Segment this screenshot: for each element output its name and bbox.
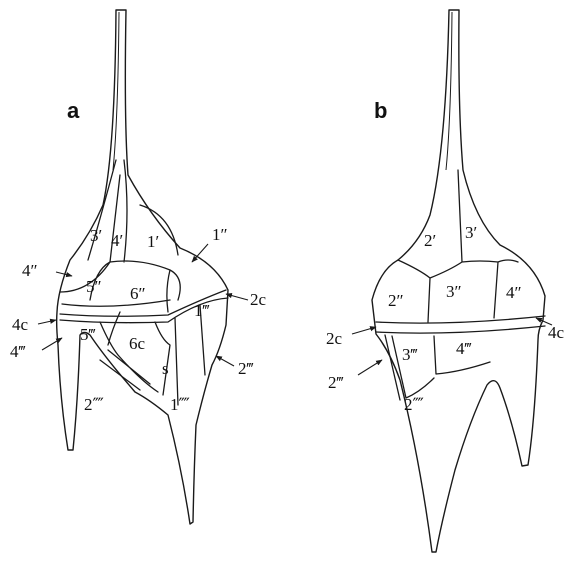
panel-b-outline: [372, 10, 545, 552]
plate-label: 4″: [506, 283, 522, 302]
panel-label-b: b: [374, 98, 387, 123]
pointer-arrow: [352, 327, 376, 334]
plate-label: 2⁗: [84, 395, 104, 414]
plate-label: 2″: [388, 291, 404, 310]
plate-label: 1′: [147, 232, 159, 251]
plate-label: 2′: [424, 231, 436, 250]
plate-label: 5″: [86, 277, 102, 296]
plate-label: 1⁗: [170, 395, 190, 414]
plate-label: 6c: [129, 334, 146, 353]
plate-label: 5‴: [80, 325, 96, 344]
plate-label: 4‴: [456, 339, 472, 358]
plate-label: 3″: [446, 282, 462, 301]
plate-label: s: [162, 359, 169, 378]
pointer-arrow: [358, 360, 382, 375]
pointer-label: 2‴: [328, 373, 344, 392]
pointer-arrow: [216, 356, 234, 366]
plate-label: 2⁗: [404, 395, 424, 414]
panel-b-cell: [372, 10, 545, 552]
plate-label: 3′: [90, 226, 102, 245]
plate-label: 1‴: [194, 301, 210, 320]
pointer-label: 4c: [12, 315, 29, 334]
plate-label: 3‴: [402, 345, 418, 364]
plate-label: 4′: [111, 231, 123, 250]
pointer-label: 2‴: [238, 359, 254, 378]
pointer-label: 4‴: [10, 342, 26, 361]
pointer-arrow: [226, 294, 248, 300]
panel-a-cell: [57, 10, 228, 524]
panel-a-outline: [57, 10, 228, 524]
pointer-label: 4c: [548, 323, 565, 342]
pointer-arrow: [38, 320, 56, 324]
pointer-label: 2c: [326, 329, 343, 348]
pointer-label: 4″: [22, 261, 38, 280]
pointer-label: 2c: [250, 290, 267, 309]
pointer-label: 1″: [212, 225, 228, 244]
panel-label-a: a: [67, 98, 80, 123]
plate-label: 3′: [465, 223, 477, 242]
plate-label: 6″: [130, 284, 146, 303]
